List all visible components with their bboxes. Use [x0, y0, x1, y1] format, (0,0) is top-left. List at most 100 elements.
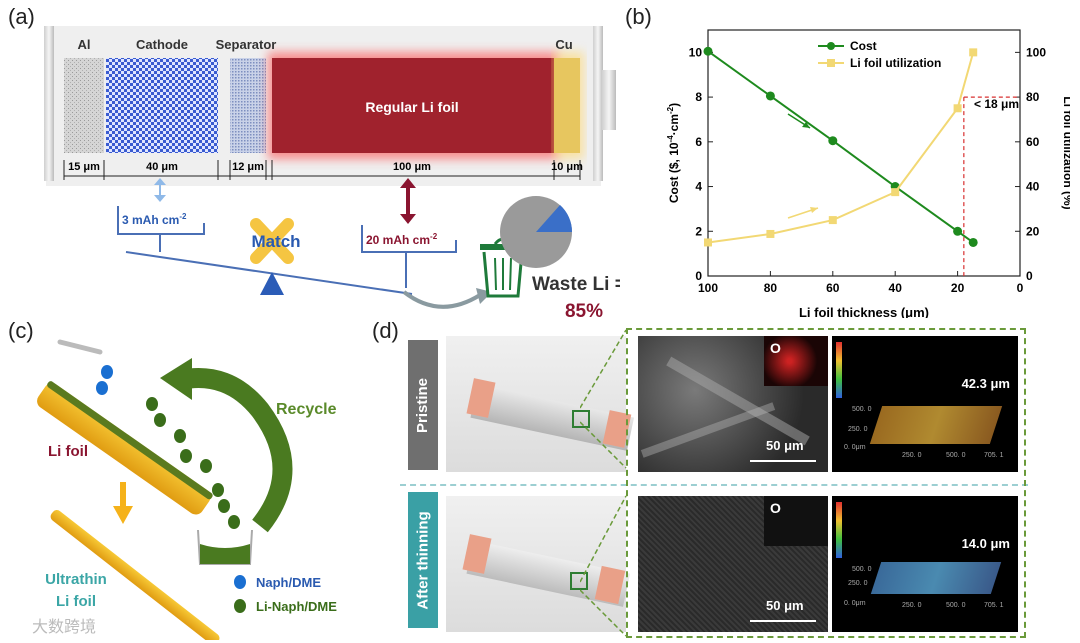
scale-bar-1 [750, 460, 816, 462]
label-cu: Cu [555, 37, 572, 52]
x-tick-label: 0 [1017, 281, 1024, 295]
naph-droplets [96, 365, 113, 395]
reference-lines [963, 96, 1020, 276]
waste-percent: 85% [565, 301, 603, 320]
legend-cost: Cost [850, 39, 877, 53]
y-right-tick-label: 40 [1026, 180, 1040, 194]
thickness-1: 42.3 μm [961, 376, 1010, 391]
utilization-point [969, 48, 978, 57]
waste-label: Waste Li = [532, 274, 620, 295]
dim-li: 100 μm [393, 161, 431, 173]
x-tick-label: 80 [764, 281, 778, 295]
ultrathin-label-2: Li foil [56, 593, 96, 610]
photo-pristine [446, 336, 635, 472]
profile-after: 14.0 μm 500. 0 250. 0 0. 0μm 250. 0 500.… [832, 496, 1018, 632]
y-right-tick-label: 60 [1026, 135, 1040, 149]
watermark: 大数跨境 [32, 617, 96, 636]
sem-pristine: O 50 μm [638, 336, 828, 472]
beaker-icon [197, 529, 253, 565]
plot-frame [707, 29, 1021, 277]
row-label-after: After thinning [414, 510, 432, 610]
row-divider [400, 484, 1028, 486]
y-left-tick-label: 0 [695, 269, 702, 283]
balance-beam [125, 251, 413, 295]
y-right-ticks: 0 20 40 60 80 100 [1015, 45, 1046, 283]
utilization-point [891, 188, 900, 197]
o-map-label-1: O [770, 340, 781, 356]
y-right-tick-label: 0 [1026, 269, 1033, 283]
utilization-point [766, 229, 775, 238]
threshold-annotation: < 18 μm [974, 97, 1019, 111]
dim-cathode: 40 μm [146, 161, 178, 173]
profile-pristine: 42.3 μm 500. 0 250. 0 0. 0μm 250. 0 500.… [832, 336, 1018, 472]
legend-naph: Naph/DME [256, 575, 321, 590]
y-left-tick-label: 2 [695, 224, 702, 238]
panel-a-schematic: Al Cathode Separator Cu Regular Li foil … [44, 26, 620, 320]
cathode-layer [106, 58, 218, 153]
legend-li-naph-icon [234, 599, 246, 613]
panel-d-tag: (d) [372, 318, 399, 343]
series-line-0 [707, 50, 974, 244]
cost-point [828, 136, 838, 146]
waste-arrow [402, 290, 482, 309]
legend-li-naph: Li-Naph/DME [256, 599, 337, 614]
dim-al: 15 μm [68, 161, 100, 173]
o-map-label-2: O [770, 500, 781, 516]
fulcrum-icon [260, 272, 284, 295]
label-al: Al [78, 37, 91, 52]
trash-bin-icon [480, 237, 526, 298]
mismatch-x-icon [250, 218, 294, 264]
x-tick-label: 60 [826, 281, 840, 295]
dim-separator: 12 μm [232, 161, 264, 173]
panel-c-tag: (c) [8, 318, 34, 343]
y-left-tick-label: 6 [695, 135, 702, 149]
row-label-pristine: Pristine [414, 377, 432, 433]
y-right-label: Li foil utilization (%) [1061, 96, 1070, 209]
scale-label-1: 50 μm [766, 438, 804, 453]
li-foil-label: Li foil [48, 443, 88, 460]
cost-point [765, 91, 775, 101]
y-right-tick-label: 20 [1026, 224, 1040, 238]
y-left-tick-label: 8 [695, 90, 702, 104]
legend-util: Li foil utilization [850, 56, 941, 70]
panel-a-tag: (a) [8, 4, 35, 29]
utilization-point [953, 104, 962, 113]
cathode-capacity: 3 mAh cm-2 [122, 212, 187, 227]
panel-b-tag: (b) [625, 4, 652, 29]
double-arrow-blue-icon [154, 178, 166, 202]
thick-li-foil [37, 381, 213, 515]
scale-label-2: 50 μm [766, 598, 804, 613]
y-right-tick-label: 80 [1026, 90, 1040, 104]
series-group [703, 46, 978, 247]
dimension-lines [63, 160, 581, 180]
row-label-pristine-bg [408, 340, 438, 470]
scale-bar-2 [750, 620, 816, 622]
thickness-2: 14.0 μm [961, 536, 1010, 551]
utilization-point [828, 216, 837, 225]
y-left-tick-label: 10 [689, 45, 703, 59]
recycle-arrow [177, 368, 293, 533]
zoom-box [626, 328, 1026, 638]
down-arrow-icon [113, 506, 133, 524]
match-label: Match [251, 232, 300, 251]
x-tick-label: 100 [698, 281, 718, 295]
panel-c-schematic: Li foil Recycle Ultrathin Li foil Naph/D… [32, 339, 337, 640]
x-tick-label: 40 [889, 281, 903, 295]
legend: Cost Li foil utilization [818, 39, 941, 70]
cost-point [703, 46, 713, 56]
al-layer [64, 58, 104, 153]
cost-point [953, 226, 963, 236]
y-left-label: Cost ($, 10-4·cm-2) [666, 103, 681, 203]
ultrathin-label-1: Ultrathin [45, 571, 107, 588]
li-foil-layer [272, 58, 554, 153]
legend-naph-icon [234, 575, 246, 589]
li-capacity: 20 mAh cm-2 [366, 232, 438, 247]
dim-cu: 10 μm [551, 161, 583, 173]
label-cathode: Cathode [136, 37, 188, 52]
utilization-point [704, 238, 712, 247]
sem-after: O 50 μm [638, 496, 828, 632]
y-right-tick-label: 100 [1026, 45, 1046, 59]
label-separator: Separator [216, 37, 277, 52]
